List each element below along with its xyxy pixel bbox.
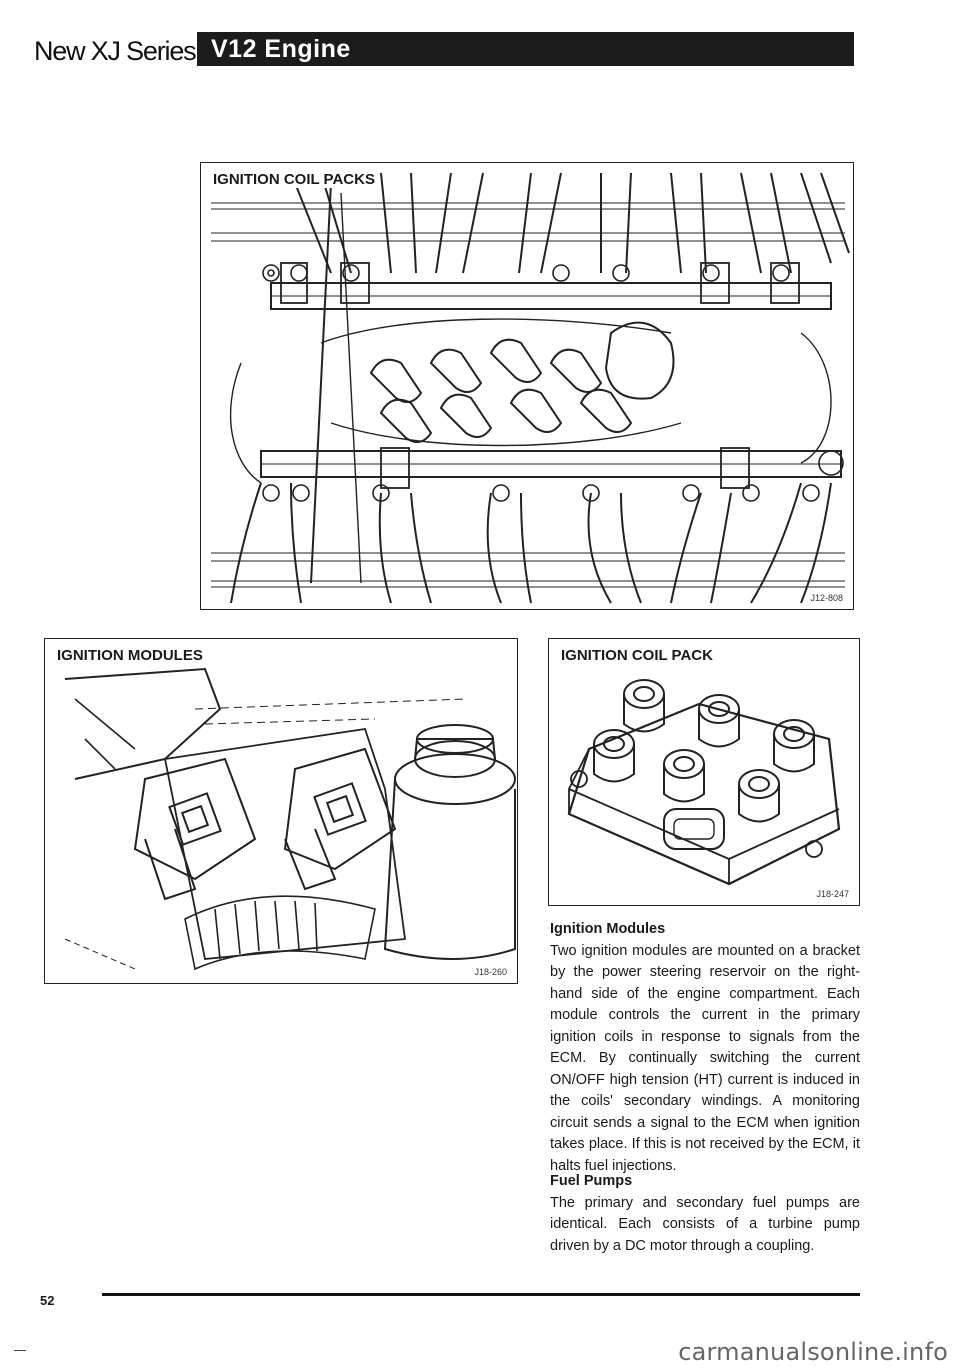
figure-ignition-coil-pack: IGNITION COIL PACK J18-247 bbox=[548, 638, 860, 906]
figure-title: IGNITION COIL PACK bbox=[561, 647, 717, 664]
figure-ignition-coil-packs: IGNITION COIL PACKS J12-808 bbox=[200, 162, 854, 610]
page-number: 52 bbox=[40, 1293, 55, 1308]
figure-reference: J12-808 bbox=[810, 593, 843, 603]
section-fuel-pumps: Fuel Pumps The primary and secondary fue… bbox=[550, 1171, 860, 1257]
page-title: V12 Engine bbox=[211, 35, 351, 63]
ignition-modules-illustration bbox=[64, 667, 516, 971]
section-body: The primary and secondary fuel pumps are… bbox=[550, 1194, 860, 1254]
section-body: Two ignition modules are mounted on a br… bbox=[550, 942, 860, 1174]
engine-bay-illustration bbox=[211, 172, 850, 604]
title-bar: V12 Engine bbox=[197, 32, 854, 66]
watermark: carmanualsonline.info bbox=[678, 1338, 948, 1366]
coil-pack-illustration bbox=[567, 679, 841, 886]
corner-mark bbox=[14, 1350, 26, 1351]
figure-reference: J18-247 bbox=[816, 889, 849, 899]
figure-ignition-modules: IGNITION MODULES J18-260 bbox=[44, 638, 518, 984]
footer-rule bbox=[102, 1293, 860, 1296]
figure-reference: J18-260 bbox=[474, 967, 507, 977]
section-ignition-modules: Ignition Modules Two ignition modules ar… bbox=[550, 919, 860, 1177]
figure-title: IGNITION COIL PACKS bbox=[213, 171, 379, 188]
figure-title: IGNITION MODULES bbox=[57, 647, 207, 664]
section-heading: Ignition Modules bbox=[550, 921, 666, 937]
section-heading: Fuel Pumps bbox=[550, 1173, 633, 1189]
series-label: New XJ Series bbox=[34, 36, 197, 66]
